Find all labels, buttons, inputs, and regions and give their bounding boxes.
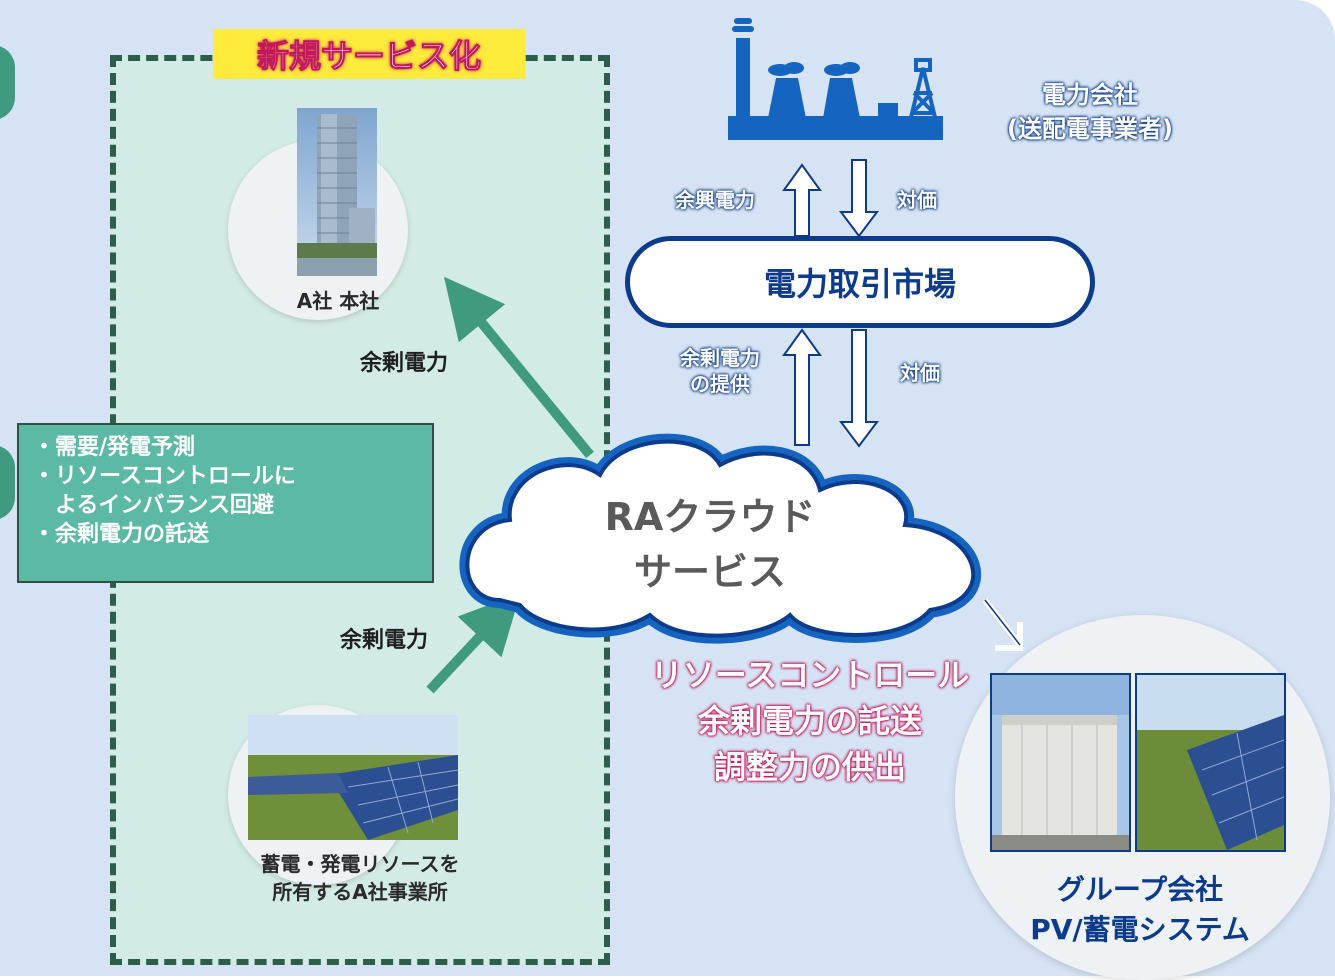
arrow-down-bottom (839, 329, 879, 448)
note-line: よるインバランス回避 (33, 493, 274, 518)
battery-container-photo (990, 673, 1131, 852)
utility-label-line1: 電力会社 (1042, 81, 1138, 109)
arrow-from-site (426, 593, 521, 694)
service-item: リソースコントロール (650, 656, 970, 694)
services-list: リソースコントロール 余剰電力の託送 調整力の供出 (610, 652, 1010, 790)
step-marker-middle (0, 445, 15, 520)
arrow-to-hq (443, 276, 594, 459)
group-label: グループ会社 PV/蓄電システム (975, 870, 1305, 950)
ra-cloud-service: RAクラウド サービス (560, 490, 860, 600)
down-bottom-label: 対価 (900, 361, 940, 385)
site-solar-photo (248, 715, 458, 840)
group-label-line2: PV/蓄電システム (1030, 913, 1250, 946)
features-note: ・需要/発電予測 ・リソースコントロールに よるインバランス回避 ・余剰電力の託… (17, 423, 434, 583)
site-label: 蓄電・発電リソースを 所有するA社事業所 (210, 850, 510, 906)
new-service-badge: 新規サービス化 (213, 29, 525, 79)
step-marker-top (0, 45, 15, 120)
hq-building-photo (297, 108, 377, 276)
power-plant-icon (728, 18, 943, 140)
cloud-line2: サービス (633, 550, 786, 594)
power-market: 電力取引市場 (625, 236, 1095, 328)
up-bottom-label: 余剰電力 の提供 (680, 345, 760, 397)
cloud-line1: RAクラウド (604, 495, 816, 539)
arrow-from-site-label: 余剰電力 (340, 628, 429, 653)
arrow-up-top (782, 163, 822, 237)
up-bottom-label-line2: の提供 (690, 372, 750, 396)
arrow-to-hq-label: 余剰電力 (360, 351, 449, 376)
service-item: 余剰電力の託送 (697, 702, 922, 740)
arrow-up-bottom (782, 328, 822, 446)
hq-label: A社 本社 (296, 289, 380, 313)
arrow-down-top (839, 159, 879, 238)
note-line: ・余剰電力の託送 (33, 522, 210, 547)
group-solar-photo (1135, 673, 1286, 852)
group-label-line1: グループ会社 (1056, 873, 1224, 906)
down-top-label: 対価 (897, 188, 937, 212)
utility-label: 電力会社 (送配電事業者) (975, 78, 1205, 146)
up-top-label: 余興電力 (675, 188, 755, 212)
service-item: 調整力の供出 (713, 748, 906, 786)
note-line: ・需要/発電予測 (33, 435, 196, 460)
utility-label-line2: (送配電事業者) (1007, 115, 1173, 143)
up-bottom-label-line1: 余剰電力 (680, 346, 760, 370)
site-label-line1: 蓄電・発電リソースを (260, 852, 460, 876)
note-line: ・リソースコントロールに (33, 464, 296, 489)
site-label-line2: 所有するA社事業所 (272, 880, 448, 904)
